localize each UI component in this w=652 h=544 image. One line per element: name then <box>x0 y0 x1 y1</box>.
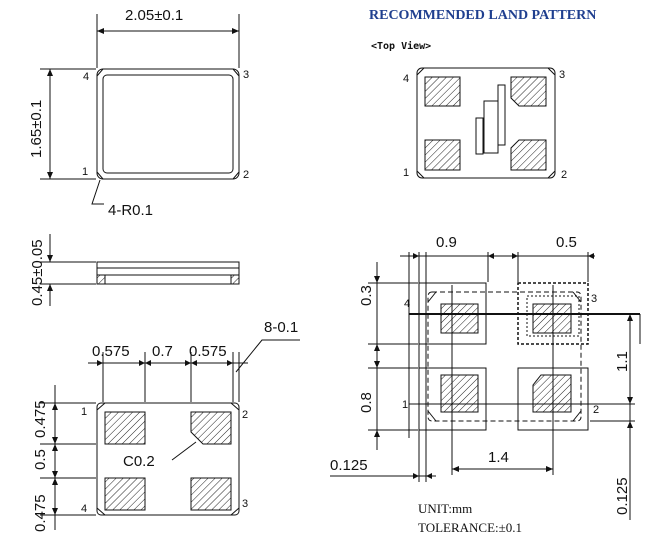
land-pattern-detail: 0.9 0.5 0.3 0.8 1.1 0.125 1.4 0.125 1 2 … <box>330 234 641 520</box>
lp-top-pin-2: 2 <box>561 169 567 181</box>
lp-dim-0-125-right: 0.125 <box>614 477 631 515</box>
lp-dim-0-125-left: 0.125 <box>330 457 368 474</box>
side-view-height-dim: 0.45±0.05 <box>29 239 46 306</box>
top-view-pin-4: 4 <box>83 71 89 83</box>
top-view-caption: <Top View> <box>371 40 431 52</box>
lp-pin-2: 2 <box>593 404 599 416</box>
corner-radius-note: 4-R0.1 <box>108 202 153 219</box>
bottom-pin-2: 2 <box>242 409 248 421</box>
top-view-width-dim: 2.05±0.1 <box>125 7 183 24</box>
bottom-dim-0575-right: 0.575 <box>189 343 227 360</box>
bottom-pad-2 <box>190 411 232 445</box>
top-view-land-pattern: 4 3 1 2 <box>403 67 567 181</box>
bottom-dim-0475-top: 0.475 <box>32 400 49 438</box>
bottom-dim-0575-left: 0.575 <box>92 343 130 360</box>
lp-dim-0-3: 0.3 <box>358 285 375 306</box>
lp-pin-3: 3 <box>591 293 597 305</box>
bottom-pin-1: 1 <box>81 406 87 418</box>
lp-dim-0-9: 0.9 <box>436 234 457 251</box>
land-pattern-title: RECOMMENDED LAND PATTERN <box>369 8 596 23</box>
top-view-pin-3: 3 <box>243 69 249 81</box>
chamfer-note: C0.2 <box>123 453 155 470</box>
top-view-package: 2.05±0.1 1.65±0.1 4 3 1 2 4-R0.1 <box>28 7 249 219</box>
lp-pin-1: 1 <box>402 399 408 411</box>
bottom-pad-1 <box>104 411 146 445</box>
bottom-pad-3 <box>190 477 232 511</box>
top-view-pin-1: 1 <box>82 166 88 178</box>
lp-dim-1-4: 1.4 <box>488 449 509 466</box>
lp-dim-1-1: 1.1 <box>614 351 631 372</box>
lp-dim-0-5: 0.5 <box>556 234 577 251</box>
bottom-pad-4 <box>104 477 146 511</box>
top-view-pin-2: 2 <box>243 169 249 181</box>
lp-top-pin-1: 1 <box>403 167 409 179</box>
lp-dim-0-8: 0.8 <box>358 392 375 413</box>
bottom-dim-07: 0.7 <box>152 343 173 360</box>
pad-gap-note: 8-0.1 <box>264 319 298 336</box>
lp-pin-4: 4 <box>404 298 410 310</box>
top-view-height-dim: 1.65±0.1 <box>28 100 45 158</box>
bottom-view-package: 0.575 0.7 0.575 8-0.1 0.475 0.5 0.475 C0… <box>32 319 300 532</box>
unit-note: UNIT:mm <box>418 501 472 516</box>
bottom-pin-4: 4 <box>81 503 87 515</box>
bottom-dim-0475-bottom: 0.475 <box>32 494 49 532</box>
lp-top-pin-3: 3 <box>559 69 565 81</box>
bottom-pin-3: 3 <box>242 498 248 510</box>
lp-top-pin-4: 4 <box>403 73 409 85</box>
bottom-dim-05: 0.5 <box>32 449 49 470</box>
side-view-package: 0.45±0.05 <box>29 234 240 306</box>
tolerance-note: TOLERANCE:±0.1 <box>418 520 522 535</box>
